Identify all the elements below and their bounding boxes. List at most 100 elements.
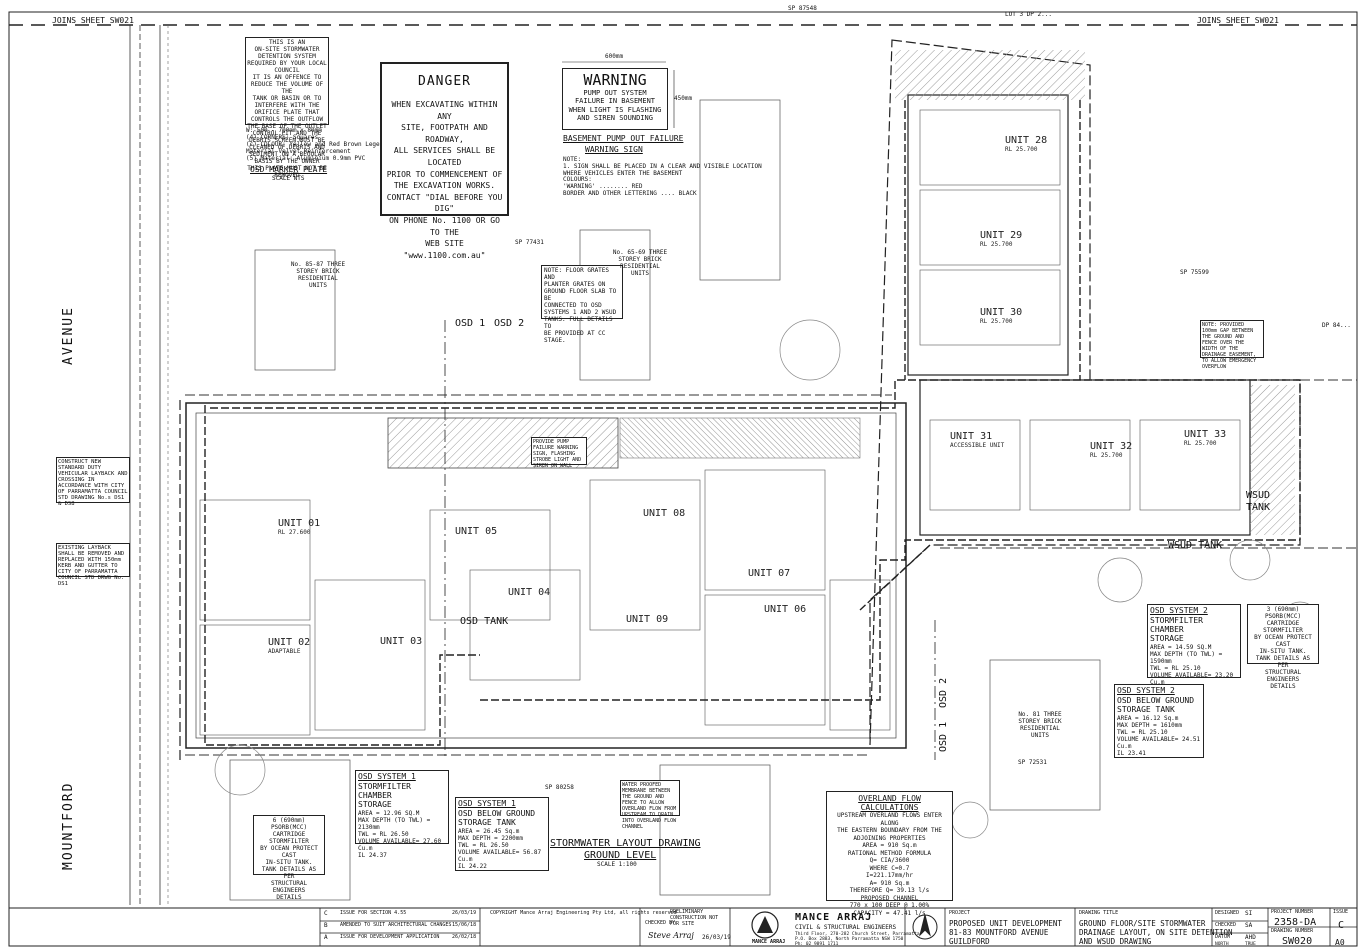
callout-membrane: WATER PROOFED MEMBRANE BETWEEN THE GROUN… bbox=[620, 780, 680, 830]
stormfilter-right-line: 3 (690mm) PSORB(MCC) bbox=[1264, 606, 1302, 620]
osd-marker-line: IT IS AN OFFENCE TO REDUCE THE VOLUME OF… bbox=[250, 74, 324, 95]
checked2-value: SA bbox=[1245, 922, 1253, 929]
osd1-chamber-line: MAX DEPTH (TO TWL) = 2130mm bbox=[358, 817, 431, 831]
drawing-number: SW020 bbox=[1282, 936, 1313, 947]
datum-label: DATUM bbox=[1215, 934, 1231, 940]
osd2-chamber-line: TWL = RL 25.10 bbox=[1150, 665, 1201, 672]
project-no-label: PROJECT NUMBER bbox=[1271, 909, 1314, 915]
revision-date: 26/02/18 bbox=[452, 934, 477, 940]
osd-marker-note: W: 500 - 700mm x 80mm bbox=[246, 127, 322, 134]
stormfilter-right-line: BY OCEAN PROTECT CAST bbox=[1254, 634, 1312, 648]
osd1-tank-line: TWL = RL 26.50 bbox=[458, 842, 509, 849]
osd1-chamber-line: IL 24.37 bbox=[358, 852, 387, 859]
osd-marker-line: TANK OR BASIN OR TO INTERFERE WITH THE bbox=[252, 95, 322, 109]
osd-marker-line: REQUIRED BY YOUR LOCAL COUNCIL bbox=[247, 60, 327, 74]
issue-label: ISSUE bbox=[1333, 909, 1349, 915]
overland-line: UPSTREAM OVERLAND FLOWS ENTER ALONG bbox=[837, 812, 942, 827]
overland-line: 770 x 100 DEEP @ 1.00% bbox=[849, 902, 930, 909]
drawing-label: DRAWING TITLE bbox=[1079, 910, 1119, 916]
stormfilter-right-line: DETAILS bbox=[1270, 683, 1296, 690]
danger-line: ALL SERVICES SHALL BE LOCATED bbox=[393, 146, 496, 167]
overland-line: I=221.17mm/hr bbox=[866, 872, 913, 879]
osd2-chamber-table: OSD SYSTEM 2 STORMFILTER CHAMBER STORAGE… bbox=[1147, 604, 1241, 693]
danger-line: CONTACT "DIAL BEFORE YOU DIG" bbox=[386, 192, 503, 214]
stormfilter-left-line: TANK DETAILS AS PER bbox=[261, 866, 317, 880]
neighbour-label: SP 72531 bbox=[1018, 759, 1047, 766]
neighbour-label: No. 81 THREE STOREY BRICK RESIDENTIAL UN… bbox=[1018, 711, 1062, 739]
unit-label: UNIT 05 bbox=[455, 526, 497, 537]
checked2-label: CHECKED bbox=[1215, 922, 1237, 928]
osd-marker-notes: W: 500 - 700mm x 80mm(4) CORNERS: Square… bbox=[246, 127, 398, 162]
osd2-tank-table: OSD SYSTEM 2 OSD BELOW GROUND STORAGE TA… bbox=[1114, 684, 1204, 758]
company-address-line: Third Floor, 270-282 Church Street, Parr… bbox=[795, 932, 920, 937]
sheet-ref-left: JOINS SHEET SW021 bbox=[52, 16, 134, 25]
datum-value: AHD bbox=[1245, 934, 1256, 941]
osd2-tank-line: MAX DEPTH = 1610mm bbox=[1117, 722, 1183, 729]
osd-marker-line: THE BASE OF THE OUTLET CONTROL PIT AND T… bbox=[247, 123, 327, 137]
designed-label: DESIGNED bbox=[1215, 910, 1240, 916]
unit-label: UNIT 03 bbox=[380, 636, 422, 647]
neighbour-label: DP 84... bbox=[1322, 322, 1351, 329]
stormfilter-left-line: STORMFILTER bbox=[269, 838, 309, 845]
osd2-chamber-line: AREA = 14.59 SQ.M bbox=[1150, 644, 1212, 651]
osd1-chamber-table: OSD SYSTEM 1 STORMFILTER CHAMBER STORAGE… bbox=[355, 770, 449, 859]
neighbour-label: No. 65-69 THREE STOREY BRICK RESIDENTIAL… bbox=[612, 249, 668, 277]
callout-existing-layback: EXISTING LAYBACK SHALL BE REMOVED AND RE… bbox=[56, 543, 130, 587]
revision-description: ISSUE FOR DEVELOPMENT APPLICATION bbox=[340, 934, 440, 940]
floor-note-line: BE PROVIDED AT CC STAGE. bbox=[544, 330, 606, 344]
drawing-no-label: DRAWING NUMBER bbox=[1271, 928, 1314, 934]
revision-description: AMENDED TO SUIT ARCHITECTURAL CHANGES bbox=[340, 922, 452, 928]
unit-rl: ACCESSIBLE UNIT bbox=[950, 442, 1005, 449]
warning-title: BASEMENT PUMP OUT FAILURE bbox=[563, 134, 684, 143]
floor-note-line: TANKS. FULL DETAILS TO bbox=[544, 316, 613, 330]
floor-note-line: PLANTER GRATES ON bbox=[544, 281, 606, 288]
warning-line: WHEN LIGHT IS FLASHING bbox=[568, 105, 662, 114]
stormfilter-right-line: IN-SITU TANK. bbox=[1259, 648, 1307, 655]
osd1-chamber-line: TWL = RL 26.50 bbox=[358, 831, 409, 838]
unit-name: UNIT 01 bbox=[278, 518, 321, 529]
osd-marker-line: THIS IS AN bbox=[268, 39, 306, 46]
osd-marker-line: SEDIMENT ON A REGULAR BASIS BY THE OWNER bbox=[249, 151, 325, 165]
stormfilter-left-line: DETAILS bbox=[276, 894, 302, 901]
danger-line: ON PHONE No. 1100 OR GO TO THE bbox=[389, 215, 500, 237]
stormfilter-left-line: BY OCEAN PROTECT CAST bbox=[260, 845, 318, 859]
osd-marker-note: (5) Material: Aluminium 0.9mm PVC bbox=[246, 154, 366, 162]
osd2-tank-line: IL 23.41 bbox=[1117, 750, 1146, 757]
unit-rl: RL 27.600 bbox=[278, 529, 311, 536]
overland-line: RATIONAL METHOD FORMULA bbox=[847, 849, 932, 857]
unit-name: UNIT 02 bbox=[268, 637, 311, 648]
osd-marker-note: (4) CORNERS: Squares bbox=[246, 133, 319, 141]
issue-value: C bbox=[1338, 920, 1345, 931]
callout-layback: CONSTRUCT NEW STANDARD DUTY VEHICULAR LA… bbox=[56, 457, 130, 507]
overland-line: Q= CIA/3600 bbox=[869, 857, 910, 864]
unit-name: UNIT 28 bbox=[1005, 135, 1048, 146]
osd2-chamber-line: MAX DEPTH (TO TWL) = 1590mm bbox=[1150, 651, 1223, 665]
osd-marker-scale: SCALE NTS bbox=[272, 175, 305, 182]
warning-colour-row: BORDER AND OTHER LETTERING .... BLACK bbox=[563, 189, 697, 197]
stormfilter-right-line: CARTRIDGE bbox=[1266, 620, 1300, 627]
company-sub: CIVIL & STRUCTURAL ENGINEERS bbox=[795, 924, 897, 931]
warning-line: FAILURE IN BASEMENT bbox=[574, 97, 656, 106]
unit-label: UNIT 09 bbox=[626, 614, 668, 625]
warning-note-line: 1. SIGN SHALL BE PLACED IN A CLEAR AND V… bbox=[563, 163, 762, 170]
osd1-tank-line: IL 24.22 bbox=[458, 863, 487, 870]
unit-name: UNIT 31 bbox=[950, 431, 993, 442]
project-line: PROPOSED UNIT DEVELOPMENT bbox=[949, 919, 1062, 928]
unit-label: UNIT 04 bbox=[508, 587, 550, 598]
stormfilter-left-line: CARTRIDGE bbox=[272, 831, 306, 838]
floor-note-line: CONNECTED TO OSD bbox=[544, 302, 602, 309]
company-address: Third Floor, 270-282 Church Street, Parr… bbox=[795, 932, 920, 948]
osd2-tank-line: TWL = RL 25.10 bbox=[1117, 729, 1168, 736]
overland-line: PROPOSED CHANNEL bbox=[860, 894, 919, 902]
designed-value: SI bbox=[1245, 910, 1253, 917]
osd1-label: OSD 1 bbox=[455, 318, 486, 329]
overland-line: AREA = 910 Sq.m bbox=[862, 842, 917, 849]
unit-rl: ADAPTABLE bbox=[268, 648, 301, 655]
unit-label: UNIT 08 bbox=[643, 508, 685, 519]
warning-colour-row: 'WARNING' ........ RED bbox=[563, 183, 643, 190]
signature: Steve Arraj bbox=[648, 931, 694, 940]
